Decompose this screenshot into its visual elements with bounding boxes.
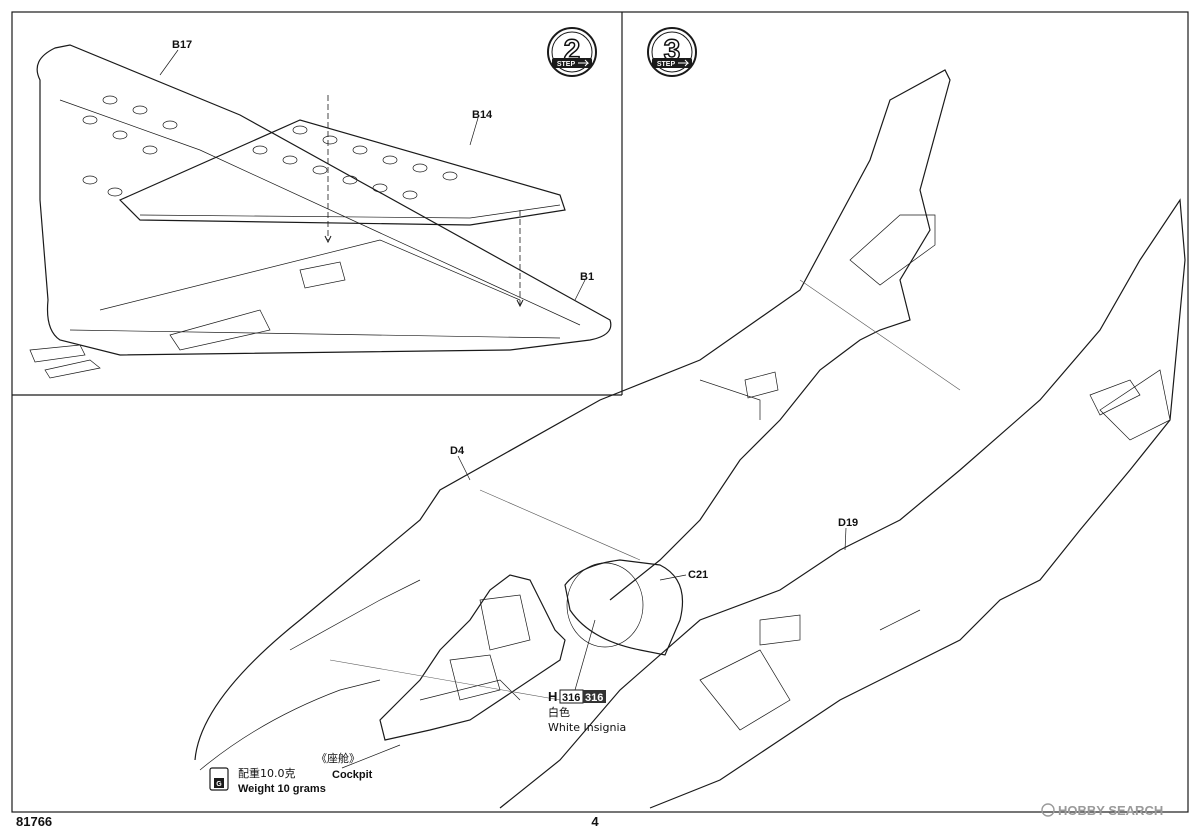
fuselage-assembly-drawing [194, 69, 1186, 809]
watermark-text: HOBBY SEARCH [1058, 803, 1163, 818]
step-2-label: STEP [557, 61, 576, 68]
step-3-label: STEP [657, 61, 676, 68]
step-3-badge: 3 STEP [647, 27, 697, 77]
wing-assembly-drawing [29, 44, 612, 379]
paint-callout: H 316 316 白色 White Insignia [548, 689, 626, 734]
part-label-b1: B1 [580, 271, 594, 283]
watermark: HOBBY SEARCH [1041, 803, 1163, 818]
cockpit-label-en: Cockpit [332, 769, 373, 781]
weight-label-cn: 配重10.0克 [238, 766, 296, 780]
paint-letter: H [548, 689, 557, 704]
part-label-b14: B14 [472, 109, 493, 121]
step-2-badge: 2 STEP [547, 27, 597, 77]
paint-code: 316 [562, 692, 580, 704]
cockpit-label-cn: 《座舱》 [316, 751, 360, 765]
watermark-logo-icon [1041, 803, 1055, 817]
product-code: 81766 [16, 814, 52, 828]
weight-icon-letter: G [216, 781, 222, 788]
page-number: 4 [591, 814, 599, 828]
part-label-d4: D4 [450, 445, 465, 457]
arrow-icon [678, 59, 690, 67]
part-label-b17: B17 [172, 39, 192, 51]
paint-code-chip: 316 [585, 692, 603, 704]
weight-callout: G 配重10.0克 Weight 10 grams [209, 766, 326, 795]
panel-frames [11, 11, 1189, 813]
paint-name-en: White Insignia [548, 721, 626, 734]
paint-name-cn: 白色 [548, 705, 570, 719]
weight-label-en: Weight 10 grams [238, 783, 326, 795]
arrow-icon [578, 59, 590, 67]
part-label-c21: C21 [688, 569, 708, 581]
part-label-d19: D19 [838, 517, 858, 529]
